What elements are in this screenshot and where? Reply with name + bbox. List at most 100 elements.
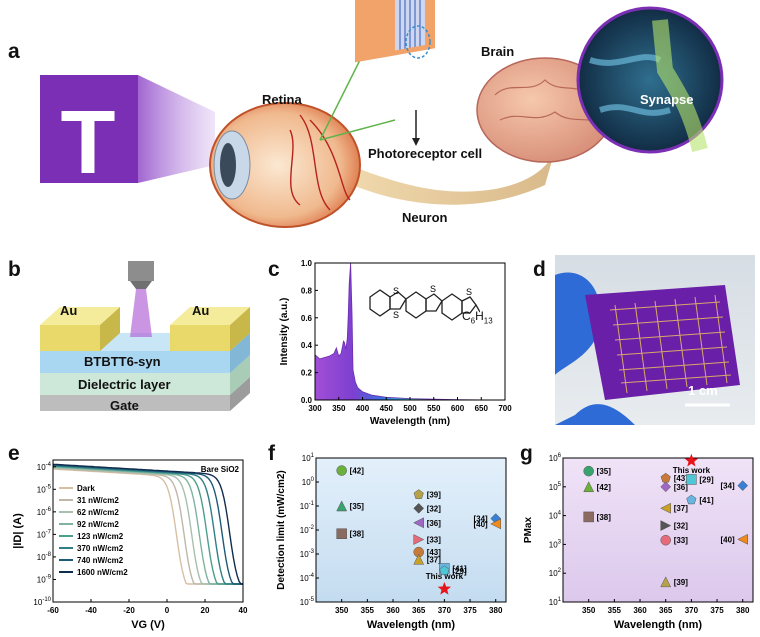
y-tick-label: 10-6 [37, 507, 52, 517]
data-point [660, 520, 672, 531]
x-tick-label: 370 [685, 606, 699, 615]
panel-a-illustration [40, 0, 724, 228]
point-label: [41] [699, 496, 714, 505]
point-label: [42] [597, 483, 612, 492]
point-label: This work [673, 466, 711, 475]
data-point [413, 489, 424, 499]
point-label: [36] [427, 519, 442, 528]
x-tick-label: 700 [498, 404, 512, 413]
point-label: [42] [350, 467, 365, 476]
y-tick-label: 1.0 [301, 259, 313, 268]
x-tick-label: 0 [165, 606, 170, 615]
data-point [660, 576, 672, 588]
x-tick-label: 550 [427, 404, 441, 413]
data-point [413, 553, 425, 565]
legend-label: 123 nW/cm2 [77, 532, 124, 541]
x-tick-label: 20 [201, 606, 210, 615]
label-photoreceptor-cell: Photoreceptor cell [368, 146, 483, 161]
y-tick-label: 10-1 [300, 501, 315, 511]
data-point [737, 533, 748, 545]
point-label: [36] [674, 483, 689, 492]
x-tick-label: 380 [736, 606, 750, 615]
label-au-right: Au [192, 303, 210, 318]
x-tick-label: -60 [47, 606, 59, 615]
label-synapse: Synapse [640, 92, 694, 107]
legend-label: 740 nW/cm2 [77, 556, 124, 565]
y-tick-label: 104 [549, 511, 562, 521]
x-tick-label: 360 [633, 606, 647, 615]
svg-text:S: S [466, 287, 472, 297]
data-point [686, 474, 697, 485]
light-beam [138, 75, 215, 183]
label-retina: Retina [262, 92, 302, 107]
y-tick-label: 101 [302, 453, 315, 463]
label-neuron: Neuron [402, 210, 448, 225]
point-label: [33] [427, 536, 442, 545]
panel-label-g: g [520, 442, 533, 465]
x-tick-label: 365 [412, 606, 426, 615]
point-label: [37] [674, 504, 689, 513]
x-tick-label: 350 [582, 606, 596, 615]
y-tick-label: 10-8 [37, 552, 52, 562]
legend-label: 92 nW/cm2 [77, 520, 119, 529]
data-point [413, 502, 425, 514]
data-point [413, 534, 425, 545]
x-axis-label: Wavelength (nm) [370, 416, 450, 427]
point-label: [29] [699, 475, 714, 484]
point-label: [38] [350, 530, 365, 539]
point-label: [38] [597, 513, 612, 522]
label-gate: Gate [110, 398, 139, 413]
x-axis-label: Wavelength (nm) [614, 619, 703, 631]
t-stimulus-square [40, 75, 138, 183]
x-tick-label: 450 [380, 404, 394, 413]
panel-label-d: d [533, 258, 546, 281]
point-label: [39] [427, 491, 442, 500]
x-tick-label: 300 [308, 404, 322, 413]
x-tick-label: 370 [438, 606, 452, 615]
data-point [660, 502, 671, 514]
data-point [336, 500, 348, 512]
x-tick-label: 355 [608, 606, 622, 615]
svg-text:S: S [393, 310, 399, 320]
data-point [737, 480, 749, 491]
point-label: [34] [720, 482, 735, 491]
x-tick-label: 400 [356, 404, 370, 413]
y-tick-label: 10-4 [37, 462, 52, 472]
spectrum-area [314, 262, 506, 401]
point-label: [34] [473, 515, 488, 524]
point-label: [40] [720, 535, 735, 544]
panel-b-device-stack [40, 261, 250, 411]
data-point [583, 511, 594, 523]
label-semiconductor: BTBTT6-syn [84, 354, 161, 369]
data-point [336, 528, 347, 539]
y-tick-label: 100 [302, 477, 315, 487]
x-axis-label: VG (V) [131, 619, 165, 631]
panel-label-f: f [268, 442, 275, 465]
point-label: [39] [674, 578, 689, 587]
y-axis-label: Detection limit (mW/cm2) [276, 470, 287, 589]
y-axis-label: PMax [523, 517, 534, 544]
legend-label: 1600 nW/cm2 [77, 568, 128, 577]
x-axis-label: Wavelength (nm) [367, 619, 456, 631]
svg-text:S: S [430, 284, 436, 294]
y-tick-label: 0.6 [301, 314, 313, 323]
data-point [490, 518, 501, 530]
y-tick-label: 103 [549, 539, 562, 549]
y-tick-label: 10-4 [300, 573, 315, 583]
point-label: This work [426, 572, 464, 581]
label-au-left: Au [60, 303, 78, 318]
data-point [583, 481, 595, 493]
plot-frame [52, 459, 244, 603]
t-letter: T [60, 93, 116, 193]
y-tick-label: 10-10 [33, 597, 51, 607]
y-tick-label: 10-9 [37, 574, 52, 584]
y-tick-label: 102 [549, 568, 562, 578]
x-tick-label: 360 [386, 606, 400, 615]
y-tick-label: 105 [549, 482, 562, 492]
y-axis-label: Intensity (a.u.) [279, 298, 290, 366]
scale-bar-label: 1 cm [688, 383, 718, 398]
point-label: [29] [452, 567, 467, 576]
data-point [660, 534, 671, 546]
